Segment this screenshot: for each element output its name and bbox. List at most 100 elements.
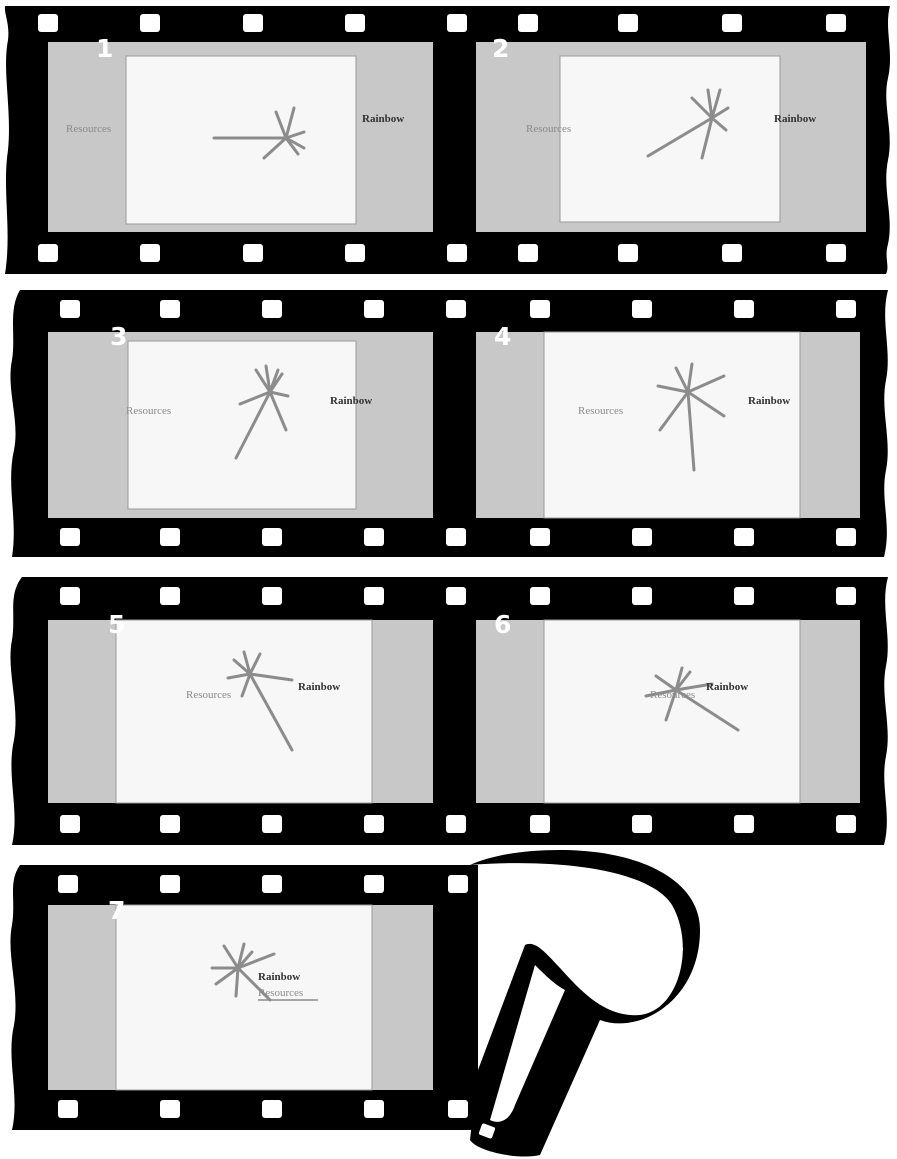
sprocket-hole <box>618 14 638 32</box>
sprocket-hole <box>345 244 365 262</box>
sprocket-hole <box>632 587 652 605</box>
sprocket-hole <box>243 14 263 32</box>
resources-label: Resources <box>258 987 303 999</box>
sprocket-hole <box>140 244 160 262</box>
sprocket-hole <box>364 815 384 833</box>
sprocket-hole <box>345 14 365 32</box>
sprocket-hole <box>446 528 466 546</box>
sprocket-hole <box>836 815 856 833</box>
sprocket-hole <box>364 528 384 546</box>
sprocket-hole <box>836 300 856 318</box>
sprocket-hole <box>826 244 846 262</box>
sprocket-hole <box>600 888 617 904</box>
sprocket-hole <box>448 1100 468 1118</box>
sprocket-hole <box>618 244 638 262</box>
rainbow-label: Rainbow <box>748 395 790 407</box>
sprocket-hole <box>262 528 282 546</box>
sprocket-hole <box>262 1100 282 1118</box>
sprocket-hole <box>734 300 754 318</box>
sprocket-hole <box>140 14 160 32</box>
sprocket-hole <box>447 14 467 32</box>
slide-canvas <box>116 620 372 803</box>
sprocket-hole <box>262 300 282 318</box>
sprocket-hole <box>530 300 550 318</box>
slide-canvas <box>128 341 356 509</box>
resources-label: Resources <box>66 123 111 135</box>
frame-number: 1 <box>96 34 113 63</box>
sprocket-hole <box>632 300 652 318</box>
sprocket-hole <box>446 815 466 833</box>
sprocket-hole <box>722 244 742 262</box>
sprocket-hole <box>160 528 180 546</box>
sprocket-hole <box>518 244 538 262</box>
rainbow-label: Rainbow <box>330 395 372 407</box>
frame-3: 3Resources Rainbow <box>48 322 433 518</box>
sprocket-hole <box>60 528 80 546</box>
film-curl-icon <box>470 850 700 1157</box>
sprocket-hole <box>734 815 754 833</box>
sprocket-hole <box>513 878 530 894</box>
sprocket-hole <box>632 528 652 546</box>
sprocket-hole <box>262 875 282 893</box>
sprocket-hole <box>734 587 754 605</box>
sprocket-hole <box>364 587 384 605</box>
frame-number: 2 <box>492 34 509 63</box>
frame-number: 5 <box>108 610 125 639</box>
rainbow-label: Rainbow <box>774 113 816 125</box>
sprocket-hole <box>530 815 550 833</box>
frame-number: 6 <box>494 610 511 639</box>
slide-canvas <box>116 905 372 1090</box>
slide-canvas <box>544 620 800 803</box>
sprocket-hole <box>448 875 468 893</box>
slide-canvas <box>560 56 780 222</box>
sprocket-hole <box>836 587 856 605</box>
sprocket-hole <box>38 14 58 32</box>
resources-label: Resources <box>126 405 171 417</box>
sprocket-hole <box>364 1100 384 1118</box>
sprocket-hole <box>648 908 665 924</box>
sprocket-hole <box>666 943 683 959</box>
sprocket-hole <box>160 875 180 893</box>
sprocket-hole <box>364 300 384 318</box>
sprocket-hole <box>38 244 58 262</box>
sprocket-hole <box>632 815 652 833</box>
sprocket-hole <box>530 587 550 605</box>
sprocket-hole <box>160 587 180 605</box>
resources-label: Resources <box>650 689 695 701</box>
sprocket-hole <box>518 14 538 32</box>
sprocket-hole <box>530 528 550 546</box>
sprocket-hole <box>160 1100 180 1118</box>
sprocket-hole <box>60 815 80 833</box>
sprocket-hole <box>364 875 384 893</box>
resources-label: Resources <box>578 405 623 417</box>
sprocket-hole <box>826 14 846 32</box>
resources-label: Resources <box>526 123 571 135</box>
slide-canvas <box>544 332 800 518</box>
star-ray <box>236 968 238 996</box>
slide-canvas <box>126 56 356 224</box>
frame-number: 4 <box>494 322 511 351</box>
rainbow-label: Rainbow <box>706 681 748 693</box>
sprocket-hole <box>58 1100 78 1118</box>
frame-number: 7 <box>108 896 125 925</box>
sprocket-hole <box>734 528 754 546</box>
sprocket-hole <box>262 815 282 833</box>
rainbow-label: Rainbow <box>258 971 300 983</box>
sprocket-hole <box>58 875 78 893</box>
sprocket-hole <box>160 815 180 833</box>
sprocket-hole <box>243 244 263 262</box>
sprocket-hole <box>722 14 742 32</box>
sprocket-hole <box>836 528 856 546</box>
rainbow-label: Rainbow <box>362 113 404 125</box>
sprocket-hole <box>447 244 467 262</box>
sprocket-hole <box>262 587 282 605</box>
frame-number: 3 <box>110 322 127 351</box>
rainbow-label: Rainbow <box>298 681 340 693</box>
